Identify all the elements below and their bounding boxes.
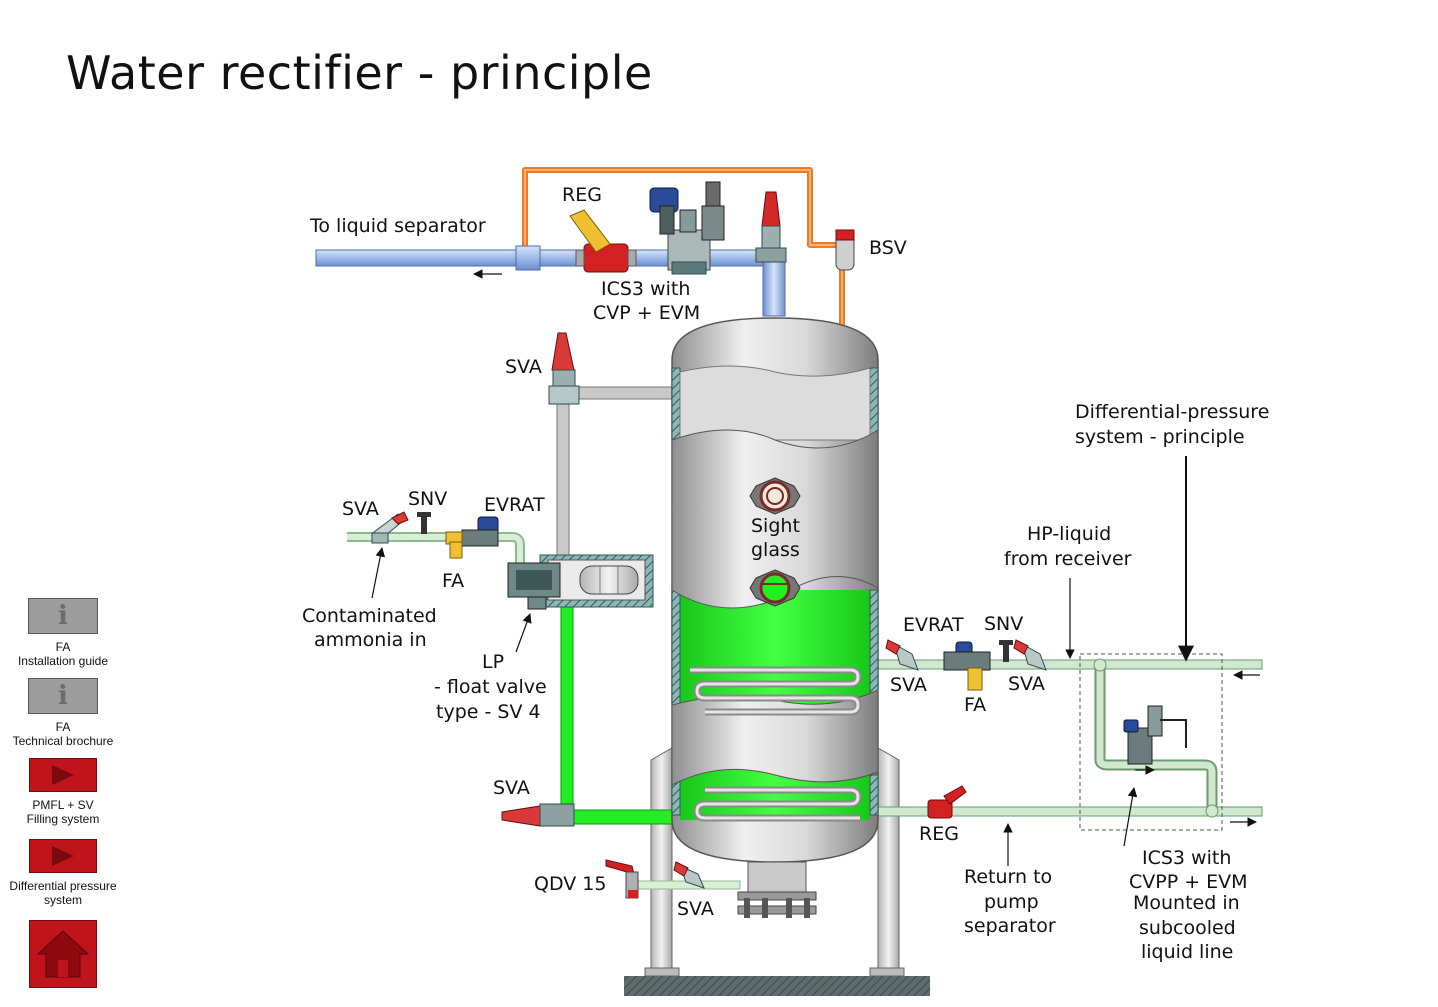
nav-caption-line1: PMFL + SV [32,798,94,812]
label-contaminated-2: ammonia in [314,629,427,651]
home-icon[interactable] [29,920,97,988]
nav-home[interactable] [0,920,126,988]
label-snv-right: SNV [984,613,1023,635]
label-ics3-bottom-1: ICS3 with [1142,847,1231,869]
label-dps-1: Differential-pressure [1075,401,1269,423]
vessel-legs [624,747,930,996]
label-reg-top: REG [562,184,602,206]
label-sight-2: glass [751,539,800,561]
label-fa-right: FA [964,694,986,716]
flow-arrows [473,269,1260,827]
label-sight-1: Sight [751,515,800,537]
label-bsv: BSV [869,237,907,259]
stop-valve-top-right [755,191,787,263]
rectifier-vessel [671,317,879,918]
label-return-2: pump [984,891,1039,913]
reg-valve-bottom [927,785,967,819]
nav-caption-line1: FA [55,640,71,654]
label-qdv15: QDV 15 [534,873,606,895]
label-ics3-bottom-3: Mounted in [1133,892,1240,914]
evrat-valve-left [445,516,499,559]
label-return-3: separator [964,915,1056,937]
nav-fa-installation-guide[interactable]: i FA Installation guide [0,598,126,668]
differential-pressure-box [1079,653,1223,831]
bsv-valve [835,229,855,271]
label-contaminated-1: Contaminated [302,605,437,627]
label-ics3-top-1: ICS3 with [601,278,690,300]
label-lp-2: - float valve [434,676,547,698]
ics3-valve-top [649,181,725,275]
label-sva-bottom: SVA [493,777,530,799]
nav-caption-line1: FA [55,720,71,734]
label-snv-left: SNV [408,488,447,510]
sva-valve-left [371,511,409,544]
nav-caption-line2: Installation guide [17,654,109,668]
sva-valve-right-1 [885,639,919,671]
play-icon[interactable] [29,758,97,792]
info-icon[interactable]: i [28,678,98,714]
label-ics3-bottom-5: liquid line [1141,941,1233,963]
snv-valve-left [417,512,431,534]
label-fa-left: FA [442,570,464,592]
play-icon[interactable] [29,839,97,873]
label-return-1: Return to [964,866,1052,888]
label-sva-upper: SVA [505,356,542,378]
snv-valve-right [999,640,1013,662]
label-sva-right-1: SVA [890,674,927,696]
nav-pmfl-sv-filling-system[interactable]: PMFL + SV Filling system [0,758,126,826]
nav-caption-line1: Differential pressure [9,879,117,893]
label-sva-right-2: SVA [1008,673,1045,695]
nav-caption-line2: Technical brochure [12,734,114,748]
sva-valve-bottom [501,803,575,827]
label-dps-2: system - principle [1075,426,1245,448]
ics3-valve-bottom [1123,705,1187,771]
label-sva-left: SVA [342,498,379,520]
nav-differential-pressure-system[interactable]: Differential pressure system [0,839,126,907]
label-sva-drain: SVA [677,898,714,920]
evrat-valve-right [943,641,991,691]
sva-valve-right-2 [1013,639,1047,671]
label-ics3-bottom-2: CVPP + EVM [1129,871,1248,893]
label-ics3-bottom-4: subcooled [1139,917,1236,939]
label-reg-bottom: REG [919,823,959,845]
label-to-liquid-separator: To liquid separator [309,215,486,237]
label-evrat-right: EVRAT [903,614,964,636]
nav-caption-line2: system [43,893,82,907]
nav-caption-line2: Filling system [26,812,100,826]
sva-valve-upper [548,332,580,405]
info-icon[interactable]: i [28,598,98,634]
sva-valve-drain [673,861,705,889]
page-title: Water rectifier - principle [66,46,653,100]
label-lp-3: type - SV 4 [436,701,541,723]
nav-fa-technical-brochure[interactable]: i FA Technical brochure [0,678,126,748]
reg-valve-top [569,209,637,273]
label-hp-2: from receiver [1004,548,1132,570]
label-ics3-top-2: CVP + EVM [593,302,700,324]
label-evrat-left: EVRAT [484,494,545,516]
sight-glass-upper [749,477,801,515]
label-hp-1: HP-liquid [1027,523,1111,545]
label-lp-1: LP [482,651,504,673]
qdv15-valve [605,859,639,899]
float-valve-chamber [507,554,654,610]
sight-glass-lower [749,569,801,607]
leader-lines [371,456,1194,866]
